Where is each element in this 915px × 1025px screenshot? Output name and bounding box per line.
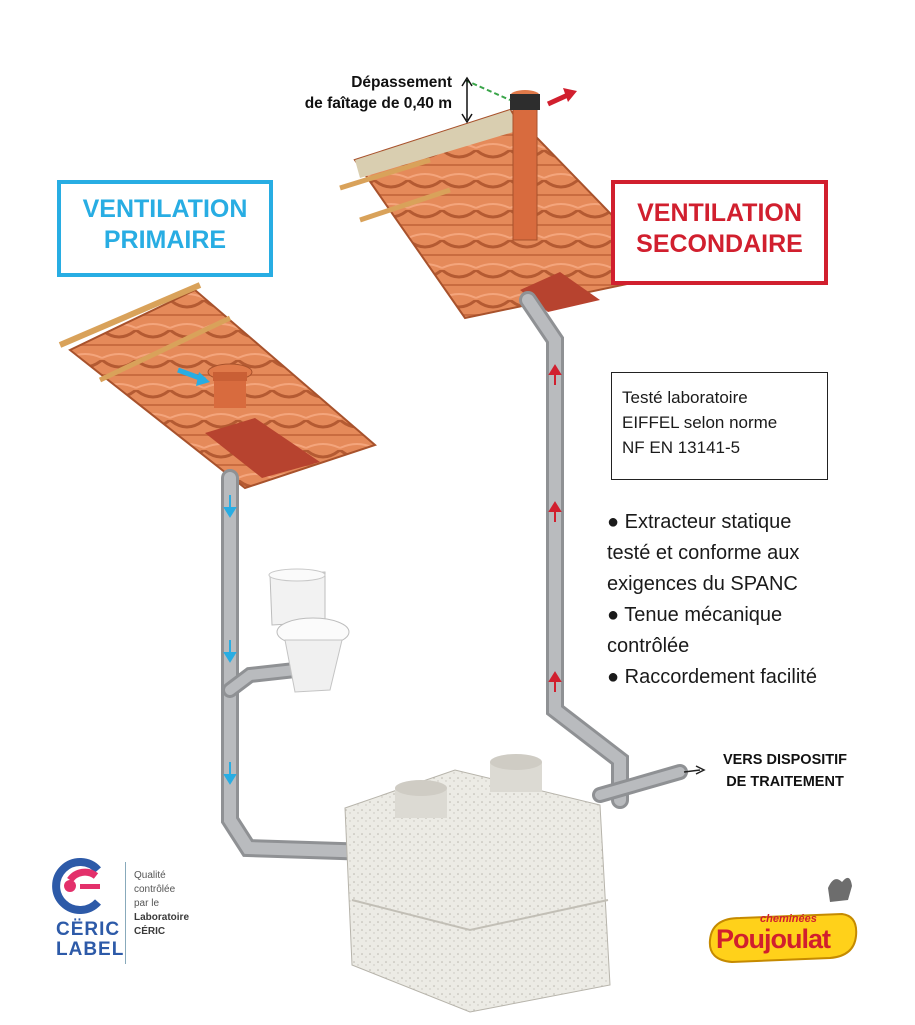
lab-test-box: Testé laboratoire EIFFEL selon norme NF …	[611, 372, 828, 480]
brand-main-text: Poujoulat	[716, 924, 831, 954]
overhang-line2: de faîtage de 0,40 m	[304, 95, 452, 112]
primary-label-line2: PRIMAIRE	[103, 226, 227, 254]
ceric-wordmark: CËRIC LABEL	[56, 920, 124, 960]
ceric-text1: Qualité	[134, 870, 166, 881]
brand-top-text: cheminées	[760, 913, 817, 925]
ceric-text3: par le	[134, 898, 160, 909]
secondary-pipe	[519, 291, 688, 809]
ceric-quality-text: Qualité contrôlée par le Laboratoire CÉR…	[134, 869, 189, 939]
ceric-word1: CËRIC	[56, 919, 121, 940]
outlet-line2: DE TRAITEMENT	[726, 774, 844, 790]
test-line1: Testé laboratoire	[622, 388, 748, 407]
ceric-logo-icon	[52, 858, 101, 914]
ceric-text2: contrôlée	[134, 884, 176, 895]
secondary-label-line2: SECONDAIRE	[636, 230, 803, 258]
feature-line: testé et conforme aux	[607, 542, 800, 564]
septic-tank-icon	[344, 754, 611, 1013]
primary-label-line1: VENTILATION	[82, 195, 248, 223]
ceric-word2: LABEL	[56, 939, 125, 960]
secondary-label-line1: VENTILATION	[637, 199, 802, 227]
feature-line: ● Raccordement facilité	[607, 666, 817, 688]
test-line2: EIFFEL selon norme	[622, 413, 778, 432]
outlet-line1: VERS DISPOSITIF	[722, 752, 848, 768]
secondary-extractor-icon	[461, 76, 577, 241]
down-flow-arrow-icons	[223, 495, 237, 785]
primary-extractor-icon	[177, 363, 253, 408]
features-list: ● Extracteur statique testé et conforme …	[607, 507, 907, 693]
ceric-divider	[125, 862, 126, 964]
up-flow-arrow-icons	[548, 364, 562, 692]
ceric-text5: CÉRIC	[134, 926, 166, 937]
feature-line: ● Extracteur statique	[607, 511, 792, 533]
primary-ventilation-label: VENTILATION PRIMAIRE	[57, 180, 273, 277]
overhang-line1: Dépassement	[351, 74, 452, 91]
ceric-text4: Laboratoire	[134, 912, 190, 923]
feature-line: exigences du SPANC	[607, 573, 798, 595]
feature-line: ● Tenue mécanique	[607, 604, 783, 626]
treatment-outlet-label: VERS DISPOSITIF DE TRAITEMENT	[700, 749, 870, 793]
cat-icon	[828, 877, 852, 902]
test-line3: NF EN 13141-5	[622, 438, 741, 457]
poujoulat-logo	[708, 877, 858, 964]
secondary-ventilation-label: VENTILATION SECONDAIRE	[611, 180, 828, 285]
feature-line: contrôlée	[607, 635, 690, 657]
toilet-icon	[268, 568, 350, 693]
ridge-overhang-annotation: Dépassement de faîtage de 0,40 m	[262, 72, 452, 114]
outlet-arrow-icon	[683, 765, 706, 775]
